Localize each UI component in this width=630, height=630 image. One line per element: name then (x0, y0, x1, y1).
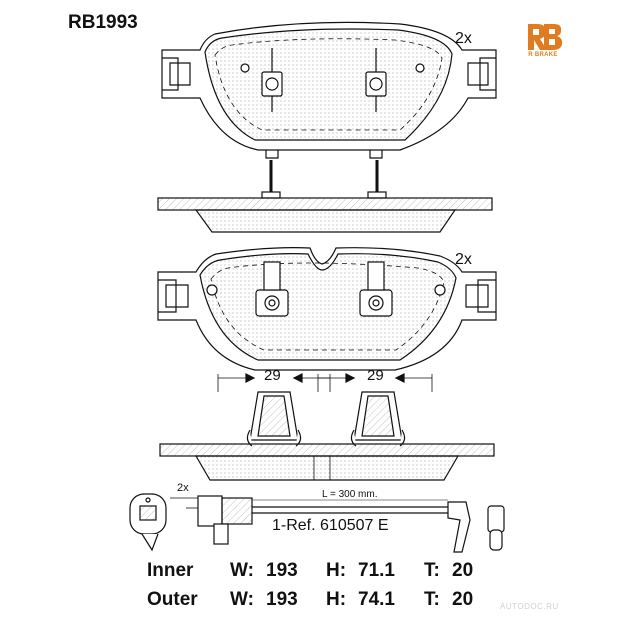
spec-label: Outer (147, 589, 198, 610)
spec-h-label: H: (326, 560, 347, 581)
watermark: AUTODOC.RU (500, 602, 559, 611)
spec-w-label: W: (230, 560, 254, 581)
part-code: RB1993 (68, 12, 138, 33)
quantity-label-sensor: 2x (177, 482, 189, 494)
clip-dimension-left: 29 (264, 367, 281, 384)
spec-thickness: 20 (452, 560, 474, 581)
outer-pad-side-view (159, 373, 495, 481)
spec-w-label: W: (230, 589, 254, 610)
spec-row-outer: Outer W: 193 H: 74.1 T: 20 (0, 589, 630, 615)
sensor-reference: 1-Ref. 610507 E (272, 517, 389, 534)
spec-t-label: T: (424, 589, 440, 610)
wear-sensor-drawing (129, 493, 505, 553)
spec-label: Inner (147, 560, 194, 581)
spec-height: 74.1 (358, 589, 395, 610)
outer-pad-front-view (157, 247, 497, 371)
spec-h-label: H: (326, 589, 347, 610)
spec-t-label: T: (424, 560, 440, 581)
spec-thickness: 20 (452, 589, 474, 610)
spec-width: 193 (266, 589, 298, 610)
r-brake-logo-icon (528, 24, 563, 50)
inner-pad-front-view (161, 21, 497, 159)
clip-dimension-right: 29 (367, 367, 384, 384)
quantity-label-inner: 2x (455, 30, 472, 47)
quantity-label-outer: 2x (455, 251, 472, 268)
brand-logo: R BRAKE (518, 22, 568, 68)
spec-width: 193 (266, 560, 298, 581)
inner-pad-side-view (157, 160, 493, 233)
spec-height: 71.1 (358, 560, 395, 581)
brand-name: R BRAKE (528, 52, 558, 58)
sensor-cable-length: L = 300 mm. (322, 489, 378, 500)
spec-row-inner: Inner W: 193 H: 71.1 T: 20 (0, 560, 630, 586)
